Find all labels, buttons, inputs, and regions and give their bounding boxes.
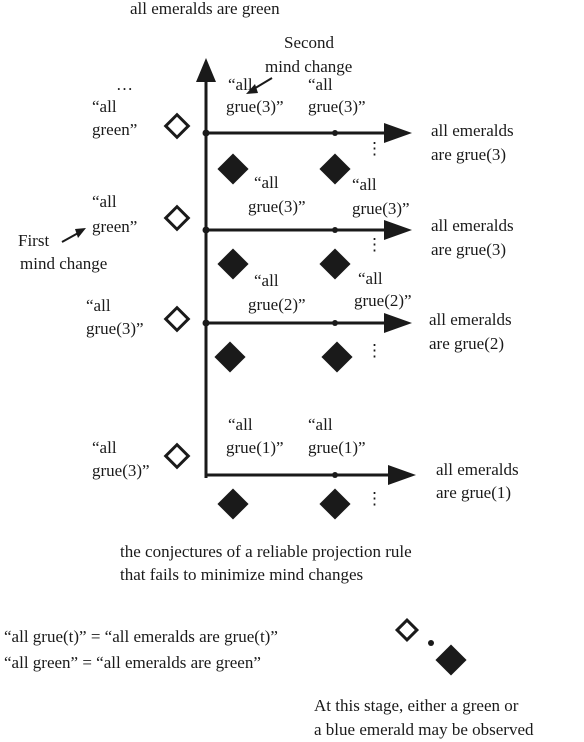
stage-note: At this stage, either a green or (314, 696, 519, 715)
node-dot (332, 227, 338, 233)
conjecture-right: “all (358, 269, 383, 288)
hollow-label: grue(3)” (92, 461, 150, 480)
hollow-diamond-icon (163, 112, 191, 140)
node-dot (428, 640, 434, 646)
outcome-label: all emeralds (429, 310, 512, 329)
conjecture-right: grue(1)” (308, 438, 366, 457)
conjecture-right: “all (308, 415, 333, 434)
conjecture-left: “all (254, 173, 279, 192)
caption-line: the conjectures of a reliable projection… (120, 542, 412, 561)
outcome-label: all emeralds (436, 460, 519, 479)
level-1: all emeralds are grue(3) “all grue(3)” “… (92, 75, 514, 185)
hollow-diamond-icon (163, 442, 191, 470)
branch-arrowhead (388, 465, 416, 485)
second-mind-change-arrowhead (246, 84, 258, 94)
branch-arrowhead (384, 123, 412, 143)
filled-diamond-icon (321, 341, 353, 373)
filled-diamond-icon (217, 153, 249, 185)
filled-diamond-icon (217, 488, 249, 520)
conjecture-right: “all (352, 175, 377, 194)
hollow-diamond-icon (163, 305, 191, 333)
hollow-diamond-icon (394, 617, 420, 643)
vertical-dots: ⋮ (366, 341, 383, 360)
first-mind-change-arrowhead (75, 228, 86, 238)
conjecture-left: grue(3)” (248, 197, 306, 216)
hollow-diamond-icon (163, 204, 191, 232)
hollow-label: grue(3)” (86, 319, 144, 338)
hollow-label: “all (92, 438, 117, 457)
branch-arrowhead (384, 313, 412, 333)
level-2: all emeralds are grue(3) “all grue(3)” “… (92, 173, 514, 280)
filled-diamond-icon (319, 248, 351, 280)
conjecture-left: “all (228, 415, 253, 434)
level-3: all emeralds are grue(2) “all grue(2)” “… (86, 269, 512, 373)
node-dot (202, 129, 210, 137)
hollow-label: green” (92, 217, 137, 236)
node-dot (202, 226, 210, 234)
filled-diamond-icon (435, 644, 467, 676)
filled-diamond-icon (214, 341, 246, 373)
level-4: all emeralds are grue(1) “all grue(1)” “… (92, 415, 519, 520)
branch-arrowhead (384, 220, 412, 240)
conjecture-right: grue(3)” (308, 97, 366, 116)
node-dot (332, 130, 338, 136)
first-mind-change-label: First (18, 231, 49, 250)
first-mind-change-label: mind change (20, 254, 107, 273)
conjecture-right: “all (308, 75, 333, 94)
ellipsis-top: … (116, 75, 133, 94)
caption-line: that fails to minimize mind changes (120, 565, 363, 584)
conjecture-left: grue(2)” (248, 295, 306, 314)
second-mind-change-label: Second (284, 33, 335, 52)
node-dot (332, 320, 338, 326)
stage-note: a blue emerald may be observed (314, 720, 534, 739)
conjecture-left: grue(1)” (226, 438, 284, 457)
top-outcome-label: all emeralds are green (130, 0, 280, 18)
vertical-dots: ⋮ (366, 489, 383, 508)
second-mind-change-label: mind change (265, 57, 352, 76)
outcome-label: are grue(2) (429, 334, 504, 353)
green-definition: “all green” = “all emeralds are green” (4, 653, 261, 672)
trunk-arrowhead (196, 58, 216, 82)
hollow-label: “all (92, 97, 117, 116)
grue-definition: “all grue(t)” = “all emeralds are grue(t… (4, 627, 278, 646)
outcome-label: are grue(1) (436, 483, 511, 502)
outcome-label: are grue(3) (431, 145, 506, 164)
outcome-label: all emeralds (431, 121, 514, 140)
outcome-label: all emeralds (431, 216, 514, 235)
hollow-label: “all (86, 296, 111, 315)
node-dot (332, 472, 338, 478)
conjecture-left: “all (254, 271, 279, 290)
conjecture-right: grue(2)” (354, 291, 412, 310)
conjecture-left: “all (228, 75, 253, 94)
hollow-label: green” (92, 120, 137, 139)
conjecture-left: grue(3)” (226, 97, 284, 116)
vertical-dots: ⋮ (366, 139, 383, 158)
outcome-label: are grue(3) (431, 240, 506, 259)
conjecture-right: grue(3)” (352, 199, 410, 218)
filled-diamond-icon (319, 488, 351, 520)
node-dot (202, 319, 210, 327)
hollow-label: “all (92, 192, 117, 211)
legend-symbol (394, 617, 467, 676)
filled-diamond-icon (319, 153, 351, 185)
vertical-dots: ⋮ (366, 235, 383, 254)
filled-diamond-icon (217, 248, 249, 280)
